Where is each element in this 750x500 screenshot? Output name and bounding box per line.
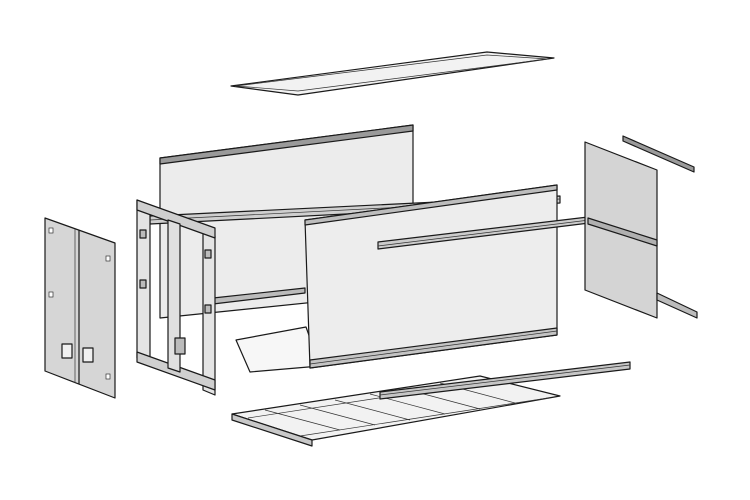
- end-bottom-rail: [656, 292, 698, 319]
- roof-panel: [230, 51, 555, 96]
- bottom-side-rail: [379, 361, 631, 400]
- door-pair: [44, 217, 116, 399]
- floor-frame: [231, 375, 561, 447]
- door-frame: [136, 199, 216, 396]
- end-wall-panel: [584, 141, 658, 319]
- end-top-rail: [622, 135, 695, 173]
- floor-plate: [235, 326, 321, 373]
